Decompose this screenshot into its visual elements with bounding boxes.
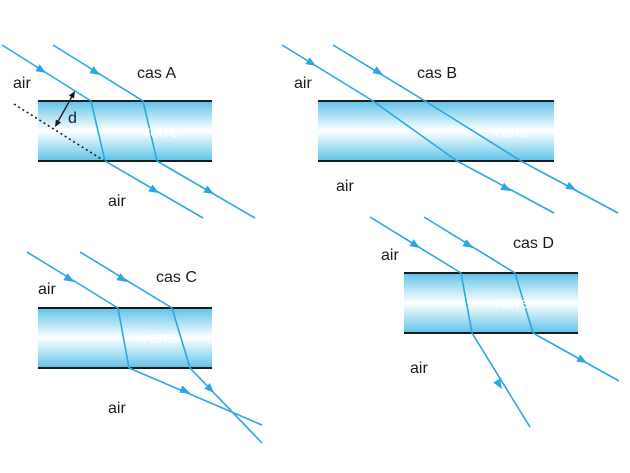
internal-ray-2 (171, 307, 191, 369)
medium-label-glass: verre (141, 330, 178, 347)
panel-cas-a: cas A air d verre air (1, 44, 256, 219)
internal-ray-1 (460, 272, 473, 334)
medium-label-top: air (13, 75, 31, 92)
arrow-icon (203, 185, 214, 194)
case-label: cas B (417, 65, 457, 82)
arrow-icon (148, 184, 159, 193)
arrow-icon (462, 239, 473, 248)
arrow-icon (576, 354, 587, 363)
arrow-icon (493, 378, 502, 389)
glass-slab (318, 101, 554, 161)
medium-label-glass: verre (493, 295, 530, 312)
emergent-ray-2 (532, 332, 620, 382)
distance-d-marker (55, 92, 75, 126)
case-label: cas A (137, 65, 176, 82)
arrow-icon (204, 383, 214, 393)
incident-ray-1 (1, 44, 92, 102)
internal-ray-1 (90, 100, 106, 162)
arrow-icon (500, 182, 511, 191)
glass-slab (38, 101, 212, 161)
extension-dotted-line (13, 103, 107, 163)
arrow-icon (68, 91, 75, 99)
internal-ray-1 (372, 100, 458, 162)
internal-ray-2 (424, 100, 522, 162)
glass-slab (38, 308, 212, 368)
arrow-icon (372, 66, 383, 75)
emergent-ray-2 (189, 367, 263, 444)
arrow-icon (35, 64, 46, 73)
medium-label-bottom: air (336, 178, 354, 195)
internal-ray-2 (514, 272, 534, 334)
arrow-icon (63, 273, 74, 282)
medium-label-bottom: air (108, 400, 126, 417)
medium-label-top: air (294, 75, 312, 92)
arrow-icon (55, 119, 62, 127)
medium-label-glass: verre (493, 124, 530, 141)
medium-label-top: air (38, 281, 56, 298)
emergent-ray-1 (471, 332, 531, 428)
medium-label-glass: verre (142, 124, 179, 141)
panel-cas-b: cas B air verre air (281, 44, 619, 214)
medium-label-bottom: air (108, 193, 126, 210)
emergent-ray-1 (128, 367, 263, 426)
medium-label-bottom: air (410, 360, 428, 377)
arrow-icon (305, 57, 316, 66)
arrow-icon (116, 273, 127, 282)
medium-label-top: air (381, 247, 399, 264)
panel-cas-d: cas D air verre air (369, 216, 620, 428)
internal-ray-2 (142, 100, 158, 162)
glass-slab (404, 273, 578, 333)
arrow-icon (179, 385, 190, 393)
arrow-icon (409, 239, 420, 248)
case-label: cas D (513, 235, 554, 252)
distance-label: d (68, 110, 77, 127)
case-label: cas C (156, 269, 197, 286)
panel-cas-c: cas C air verre air (26, 251, 263, 444)
incident-ray-1 (281, 44, 374, 102)
arrow-icon (89, 66, 100, 75)
arrow-icon (565, 181, 576, 190)
incident-ray-2 (79, 251, 173, 309)
internal-ray-1 (117, 307, 130, 369)
